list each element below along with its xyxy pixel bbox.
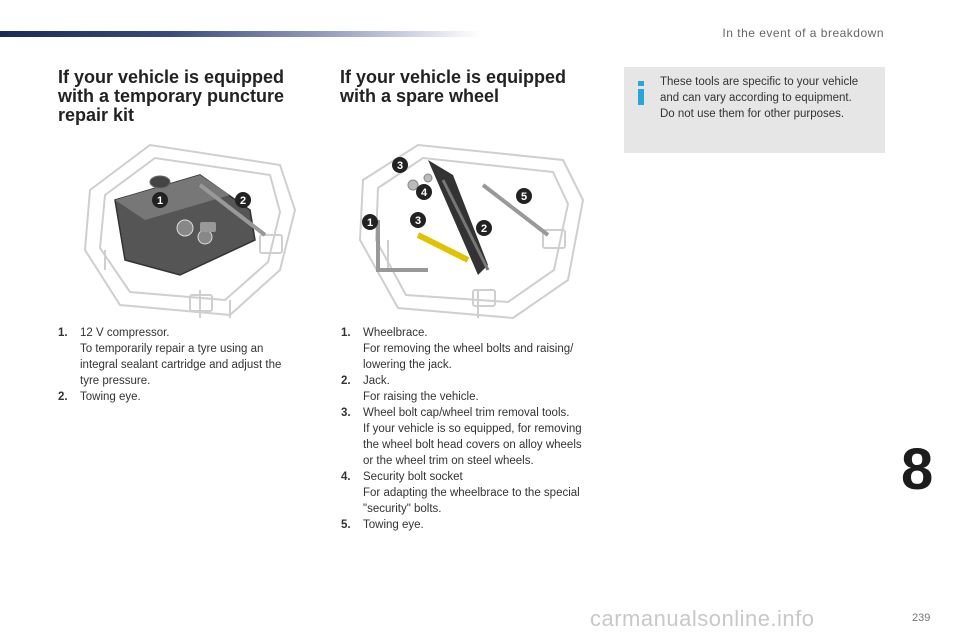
item-line: "security" bolts. xyxy=(363,503,442,515)
callout-3-top: 3 xyxy=(397,160,403,172)
info-box: These tools are specific to your vehicle… xyxy=(624,67,885,153)
callout-1: 1 xyxy=(157,195,163,207)
item-line: lowering the jack. xyxy=(363,359,452,371)
list-item: 1. 12 V compressor. To temporarily repai… xyxy=(58,325,308,389)
title-line: repair kit xyxy=(58,105,135,125)
title-line: If your vehicle is equipped xyxy=(58,67,285,87)
item-line: Wheel bolt cap/wheel trim removal tools. xyxy=(363,407,570,419)
item-line: If your vehicle is so equipped, for remo… xyxy=(363,423,582,435)
chapter-number: 8 xyxy=(901,437,934,502)
callout-1: 1 xyxy=(367,217,373,229)
spare-wheel-tools-illustration: 3 4 1 3 2 5 xyxy=(358,143,585,320)
info-line: Do not use them for other purposes. xyxy=(660,108,845,120)
item-line: For adapting the wheelbrace to the speci… xyxy=(363,487,580,499)
item-number: 3. xyxy=(341,407,351,419)
item-number: 2. xyxy=(58,391,68,403)
item-line: Jack. xyxy=(363,375,390,387)
title-line: with a temporary puncture xyxy=(58,86,285,106)
page-number: 239 xyxy=(912,612,931,624)
item-number: 5. xyxy=(341,519,351,531)
item-number: 1. xyxy=(341,327,351,339)
callout-5: 5 xyxy=(521,191,527,203)
item-line: tyre pressure. xyxy=(80,375,151,387)
callout-3-bottom: 3 xyxy=(415,215,421,227)
list-item: 3. Wheel bolt cap/wheel trim removal too… xyxy=(341,405,611,469)
header-gradient-bar xyxy=(0,31,480,37)
item-line: For raising the vehicle. xyxy=(363,391,479,403)
title-line: with a spare wheel xyxy=(340,86,500,106)
spare-wheel-list: 1. Wheelbrace. For removing the wheel bo… xyxy=(341,325,611,533)
item-line: Security bolt socket xyxy=(363,471,463,483)
list-item: 5. Towing eye. xyxy=(341,517,611,533)
info-line: These tools are specific to your vehicle xyxy=(660,76,859,88)
item-line: Towing eye. xyxy=(80,391,141,403)
callout-2: 2 xyxy=(481,223,487,235)
title-line: If your vehicle is equipped xyxy=(340,67,567,87)
item-line: or the wheel trim on steel wheels. xyxy=(363,455,534,467)
item-line: To temporarily repair a tyre using an xyxy=(80,343,264,355)
item-line: Wheelbrace. xyxy=(363,327,428,339)
callout-4: 4 xyxy=(421,187,428,199)
item-number: 1. xyxy=(58,327,68,339)
info-text: These tools are specific to your vehicle… xyxy=(660,74,878,122)
list-item: 1. Wheelbrace. For removing the wheel bo… xyxy=(341,325,611,373)
callout-group: 1 2 xyxy=(152,192,251,208)
section-title-spare-wheel: If your vehicle is equipped with a spare… xyxy=(340,68,566,106)
list-item: 4. Security bolt socket For adapting the… xyxy=(341,469,611,517)
puncture-kit-list: 1. 12 V compressor. To temporarily repai… xyxy=(58,325,308,405)
item-line: the wheel bolt head covers on alloy whee… xyxy=(363,439,582,451)
item-number: 4. xyxy=(341,471,351,483)
chapter-title: In the event of a breakdown xyxy=(722,26,884,40)
item-line: 12 V compressor. xyxy=(80,327,170,339)
list-item: 2. Jack. For raising the vehicle. xyxy=(341,373,611,405)
puncture-kit-illustration: 1 2 xyxy=(83,143,297,318)
item-number: 2. xyxy=(341,375,351,387)
item-line: integral sealant cartridge and adjust th… xyxy=(80,359,282,371)
info-line: and can vary according to equipment. xyxy=(660,92,852,104)
watermark: carmanualsonline.info xyxy=(590,606,815,631)
item-line: Towing eye. xyxy=(363,519,424,531)
info-icon xyxy=(638,81,644,105)
callout-2: 2 xyxy=(240,195,246,207)
item-line: For removing the wheel bolts and raising… xyxy=(363,343,574,355)
list-item: 2. Towing eye. xyxy=(58,389,308,405)
section-title-puncture-kit: If your vehicle is equipped with a tempo… xyxy=(58,68,284,125)
